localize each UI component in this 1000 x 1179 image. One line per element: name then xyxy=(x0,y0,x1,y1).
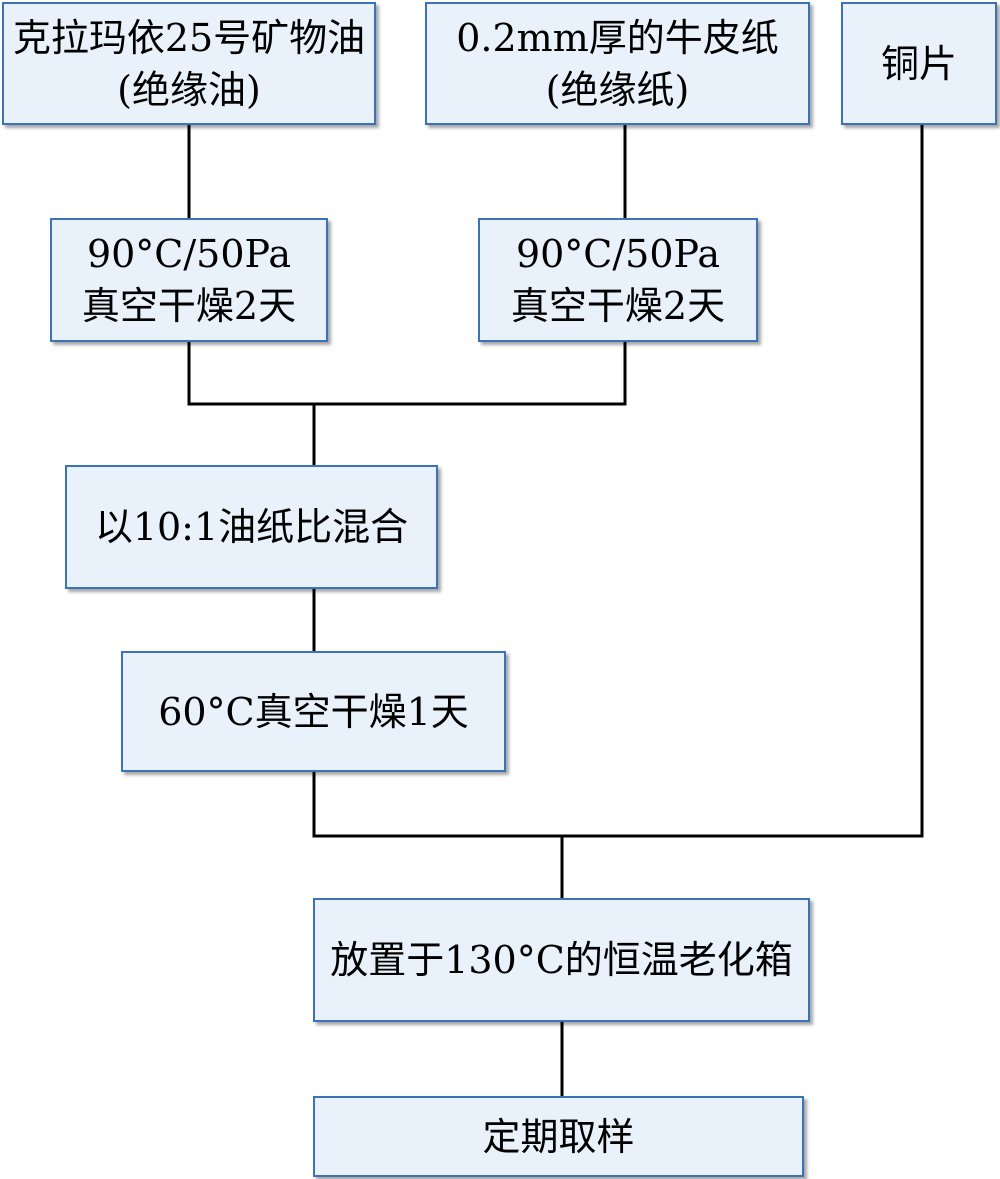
node-kraft-paper-line1: 0.2mm厚的牛皮纸 xyxy=(456,15,779,60)
node-mineral-oil-line2: (绝缘油) xyxy=(117,67,261,112)
node-copper-label: 铜片 xyxy=(880,41,957,86)
node-kraft-paper-line2: (绝缘纸) xyxy=(545,67,690,112)
connector-dry-merge xyxy=(187,342,627,406)
node-copper: 铜片 xyxy=(841,2,997,125)
node-aging-oven: 放置于130°C的恒温老化箱 xyxy=(313,898,810,1022)
node-mineral-oil: 克拉玛依25号矿物油 (绝缘油) xyxy=(2,2,376,125)
node-paper-vacuum-dry-line2: 真空干燥2天 xyxy=(510,284,726,328)
connector-copper-merge xyxy=(312,125,924,838)
node-sampling: 定期取样 xyxy=(313,1096,804,1177)
node-mix-vacuum-dry-label: 60°C真空干燥1天 xyxy=(158,689,469,734)
node-mix-label: 以10:1油纸比混合 xyxy=(94,505,409,549)
node-sampling-label: 定期取样 xyxy=(482,1114,635,1159)
node-aging-oven-label: 放置于130°C的恒温老化箱 xyxy=(330,938,793,982)
node-kraft-paper: 0.2mm厚的牛皮纸 (绝缘纸) xyxy=(425,2,810,125)
node-mineral-oil-line1: 克拉玛依25号矿物油 xyxy=(12,15,366,60)
node-oil-vacuum-dry-line2: 真空干燥2天 xyxy=(81,284,297,328)
node-mix: 以10:1油纸比混合 xyxy=(65,465,438,589)
node-paper-vacuum-dry-line1: 90°C/50Pa xyxy=(515,232,721,276)
node-oil-vacuum-dry: 90°C/50Pa 真空干燥2天 xyxy=(50,218,328,342)
node-oil-vacuum-dry-line1: 90°C/50Pa xyxy=(86,232,292,276)
node-mix-vacuum-dry: 60°C真空干燥1天 xyxy=(121,651,506,772)
node-paper-vacuum-dry: 90°C/50Pa 真空干燥2天 xyxy=(478,218,758,342)
